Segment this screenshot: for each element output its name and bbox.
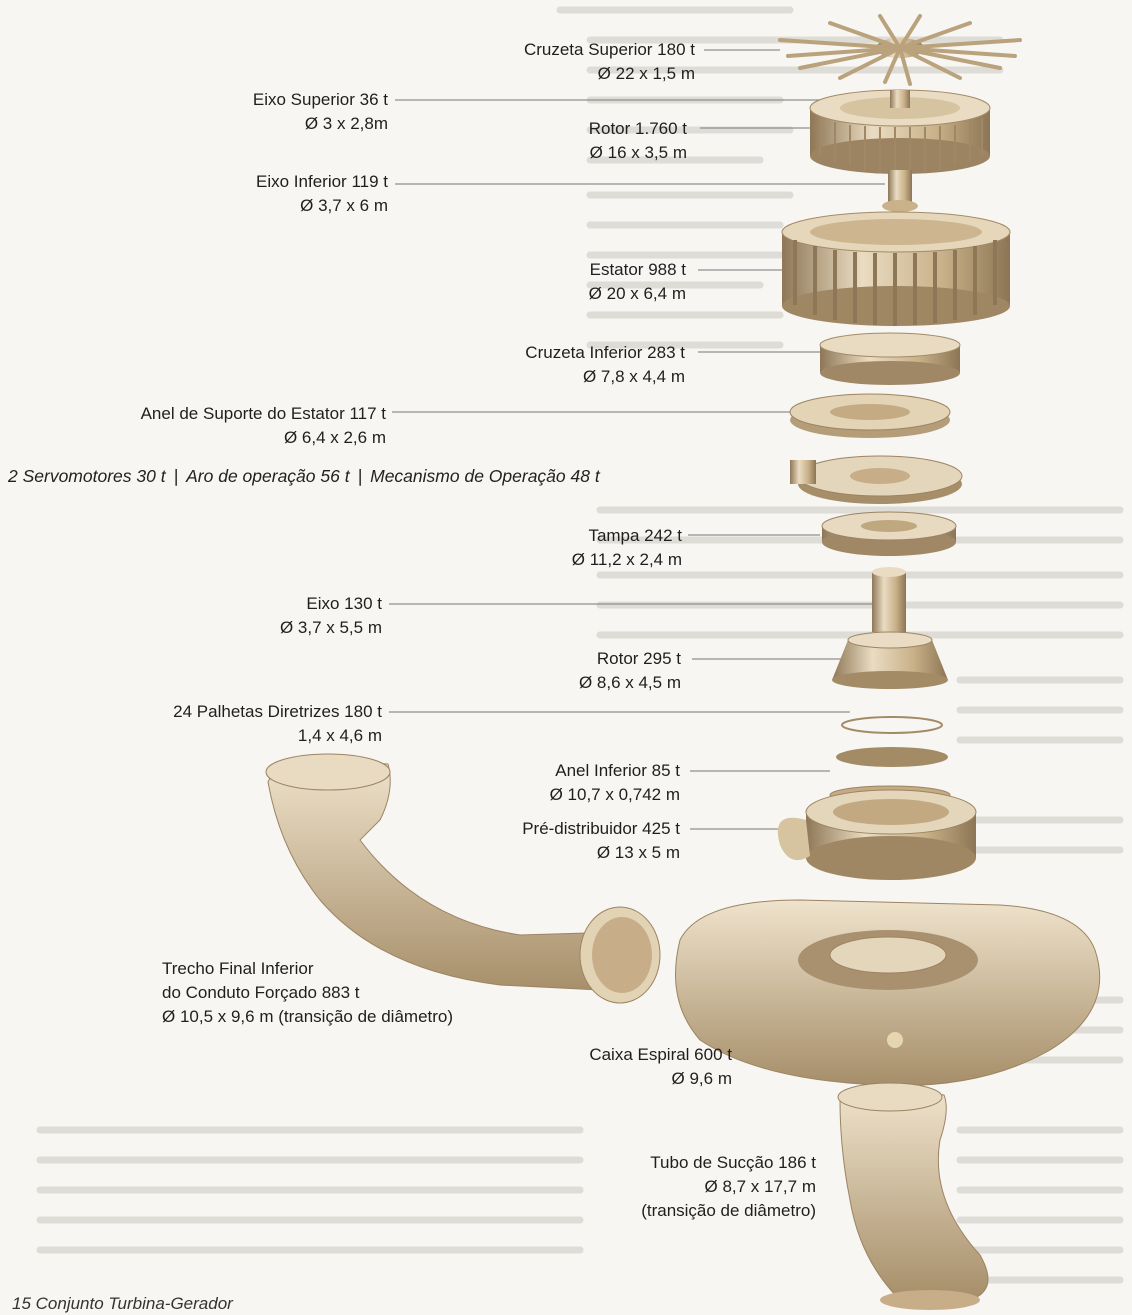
label-trecho-final: Trecho Final Inferior do Conduto Forçado…: [162, 957, 453, 1029]
tubo-succao-drawing: [838, 1083, 988, 1310]
label-pre-distribuidor: Pré-distribuidor 425 t Ø 13 x 5 m: [522, 817, 680, 865]
mecanismo-operacao-label: Mecanismo de Operação 48 t: [370, 466, 600, 486]
label-caixa-espiral: Caixa Espiral 600 t Ø 9,6 m: [589, 1043, 732, 1091]
pre-distribuidor-drawing: [778, 790, 976, 880]
label-dim: Ø 3 x 2,8m: [253, 112, 388, 136]
label-name: Eixo Inferior 119 t: [256, 170, 388, 194]
eixo-turbina-drawing: [872, 567, 906, 632]
label-dim: Ø 6,4 x 2,6 m: [141, 426, 386, 450]
label-line: Ø 10,5 x 9,6 m (transição de diâmetro): [162, 1005, 453, 1029]
label-eixo-inferior: Eixo Inferior 119 t Ø 3,7 x 6 m: [256, 170, 388, 218]
label-dim: 1,4 x 4,6 m: [173, 724, 382, 748]
label-line: (transição de diâmetro): [641, 1199, 816, 1223]
label-dim: Ø 22 x 1,5 m: [524, 62, 695, 86]
label-name: Caixa Espiral 600 t: [589, 1043, 732, 1067]
label-name: Eixo Superior 36 t: [253, 88, 388, 112]
label-name: Rotor 1.760 t: [589, 117, 687, 141]
label-dim: Ø 10,7 x 0,742 m: [550, 783, 680, 807]
label-cruzeta-superior: Cruzeta Superior 180 t Ø 22 x 1,5 m: [524, 38, 695, 86]
label-dim: Ø 3,7 x 6 m: [256, 194, 388, 218]
label-line: Tubo de Sucção 186 t: [641, 1151, 816, 1175]
label-dim: Ø 20 x 6,4 m: [589, 282, 686, 306]
caixa-espiral-drawing: [676, 900, 1100, 1086]
label-estator: Estator 988 t Ø 20 x 6,4 m: [589, 258, 686, 306]
label-dim: Ø 11,2 x 2,4 m: [572, 548, 682, 572]
label-rotor-turbina: Rotor 295 t Ø 8,6 x 4,5 m: [579, 647, 681, 695]
cruzeta-inferior-drawing: [820, 333, 960, 385]
label-name: Estator 988 t: [589, 258, 686, 282]
label-cruzeta-inferior: Cruzeta Inferior 283 t Ø 7,8 x 4,4 m: [525, 341, 685, 389]
label-tampa: Tampa 242 t Ø 11,2 x 2,4 m: [572, 524, 682, 572]
label-line: Trecho Final Inferior: [162, 957, 453, 981]
operation-line: 2 Servomotores 30 t | Aro de operação 56 t…: [8, 466, 600, 487]
label-name: Pré-distribuidor 425 t: [522, 817, 680, 841]
estator-drawing: [782, 212, 1010, 326]
label-rotor-gerador: Rotor 1.760 t Ø 16 x 3,5 m: [589, 117, 687, 165]
rotor-gerador-drawing: [810, 90, 990, 174]
label-dim: Ø 16 x 3,5 m: [589, 141, 687, 165]
anel-suporte-drawing: [790, 394, 950, 438]
label-eixo: Eixo 130 t Ø 3,7 x 5,5 m: [280, 592, 382, 640]
eixo-inferior-drawing: [882, 170, 918, 212]
label-name: 24 Palhetas Diretrizes 180 t: [173, 700, 382, 724]
mecanismo-operacao-drawing: [790, 456, 962, 504]
aro-operacao-label: Aro de operação 56 t: [186, 466, 349, 486]
figure-caption: 15 Conjunto Turbina-Gerador: [12, 1294, 233, 1314]
label-name: Tampa 242 t: [572, 524, 682, 548]
separator: |: [358, 466, 363, 486]
label-name: Eixo 130 t: [280, 592, 382, 616]
servomotores-label: 2 Servomotores 30 t: [8, 466, 166, 486]
label-palhetas: 24 Palhetas Diretrizes 180 t 1,4 x 4,6 m: [173, 700, 382, 748]
label-anel-inferior: Anel Inferior 85 t Ø 10,7 x 0,742 m: [550, 759, 680, 807]
label-anel-suporte: Anel de Suporte do Estator 117 t Ø 6,4 x…: [141, 402, 386, 450]
label-dim: Ø 9,6 m: [589, 1067, 732, 1091]
tampa-drawing: [822, 512, 956, 556]
label-name: Cruzeta Superior 180 t: [524, 38, 695, 62]
label-tubo-succao: Tubo de Sucção 186 t Ø 8,7 x 17,7 m (tra…: [641, 1151, 816, 1223]
label-eixo-superior: Eixo Superior 36 t Ø 3 x 2,8m: [253, 88, 388, 136]
label-name: Anel de Suporte do Estator 117 t: [141, 402, 386, 426]
palhetas-drawing: [836, 717, 948, 767]
label-dim: Ø 8,6 x 4,5 m: [579, 671, 681, 695]
cruzeta-superior-drawing: [780, 16, 1020, 84]
label-line: Ø 8,7 x 17,7 m: [641, 1175, 816, 1199]
rotor-turbina-drawing: [832, 632, 948, 689]
separator: |: [174, 466, 179, 486]
label-dim: Ø 7,8 x 4,4 m: [525, 365, 685, 389]
label-dim: Ø 3,7 x 5,5 m: [280, 616, 382, 640]
label-name: Cruzeta Inferior 283 t: [525, 341, 685, 365]
label-name: Rotor 295 t: [579, 647, 681, 671]
label-line: do Conduto Forçado 883 t: [162, 981, 453, 1005]
label-name: Anel Inferior 85 t: [550, 759, 680, 783]
label-dim: Ø 13 x 5 m: [522, 841, 680, 865]
